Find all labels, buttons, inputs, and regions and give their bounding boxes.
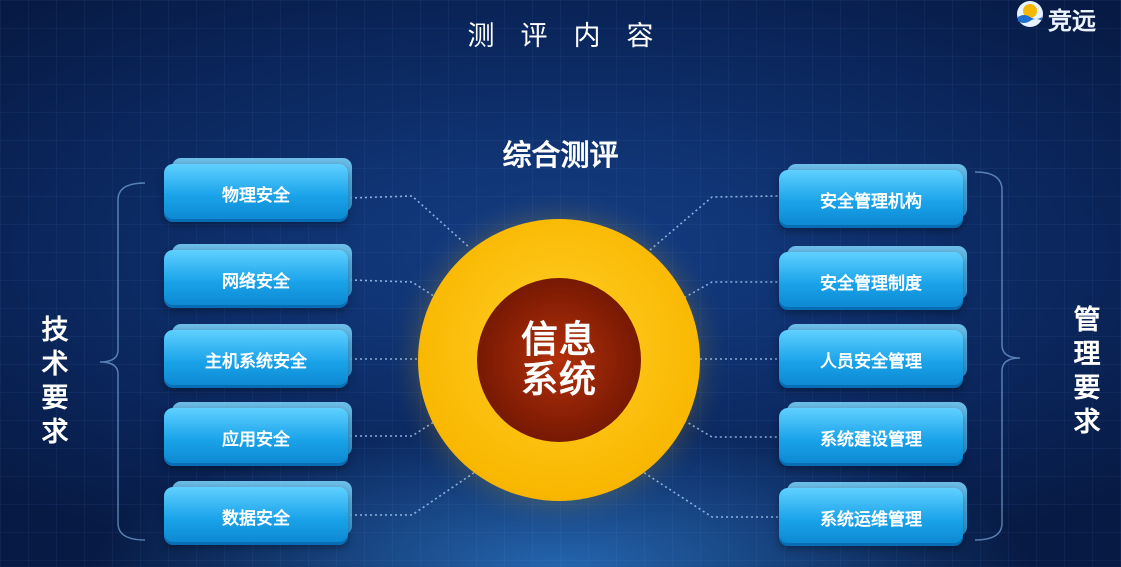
right-item-security-organization: 安全管理机构 <box>779 164 967 228</box>
right-item-personnel-security: 人员安全管理 <box>779 324 967 388</box>
right-item-security-policy: 安全管理制度 <box>779 246 967 310</box>
left-bracket <box>99 182 146 541</box>
left-item-data-security: 数据安全 <box>164 481 352 545</box>
core-label-line1: 信息 <box>521 318 597 361</box>
brand-name: 竞远 <box>1048 7 1096 35</box>
core-label-line2: 系统 <box>521 358 597 401</box>
management-requirements-label: 管 理 要 求 <box>1067 304 1107 440</box>
left-label-char: 求 <box>41 417 69 448</box>
connector-left-2 <box>349 279 441 301</box>
right-bracket <box>974 171 1021 541</box>
right-label-char: 要 <box>1073 373 1101 404</box>
right-label-char: 求 <box>1073 407 1101 438</box>
left-item-network-security: 网络安全 <box>164 244 352 308</box>
logo-sun-icon <box>1017 1 1043 27</box>
right-label-char: 理 <box>1073 339 1101 370</box>
connector-right-1 <box>649 195 779 251</box>
right-label-char: 管 <box>1073 305 1101 336</box>
connector-left-4 <box>350 417 441 437</box>
technical-requirements-label: 技 术 要 求 <box>35 314 75 450</box>
left-label-char: 要 <box>41 383 69 414</box>
left-item-physical-security: 物理安全 <box>164 158 352 222</box>
left-label-char: 技 <box>41 315 69 346</box>
page-title: 测评内容 <box>467 21 680 52</box>
brand-logo: 竞远 <box>1006 0 1121 36</box>
connector-right-2 <box>679 281 778 301</box>
information-system-core: 信息 系统 <box>477 278 641 442</box>
right-item-system-construction: 系统建设管理 <box>779 402 967 466</box>
left-label-char: 术 <box>41 349 69 380</box>
left-item-application-security: 应用安全 <box>164 402 352 466</box>
connector-right-4 <box>679 417 778 438</box>
connector-left-1 <box>349 195 471 249</box>
comprehensive-evaluation-label: 综合测评 <box>502 138 619 172</box>
connector-right-5 <box>639 469 778 518</box>
connector-left-5 <box>350 469 479 516</box>
left-item-host-security: 主机系统安全 <box>164 324 352 388</box>
right-item-system-operations: 系统运维管理 <box>779 482 967 546</box>
